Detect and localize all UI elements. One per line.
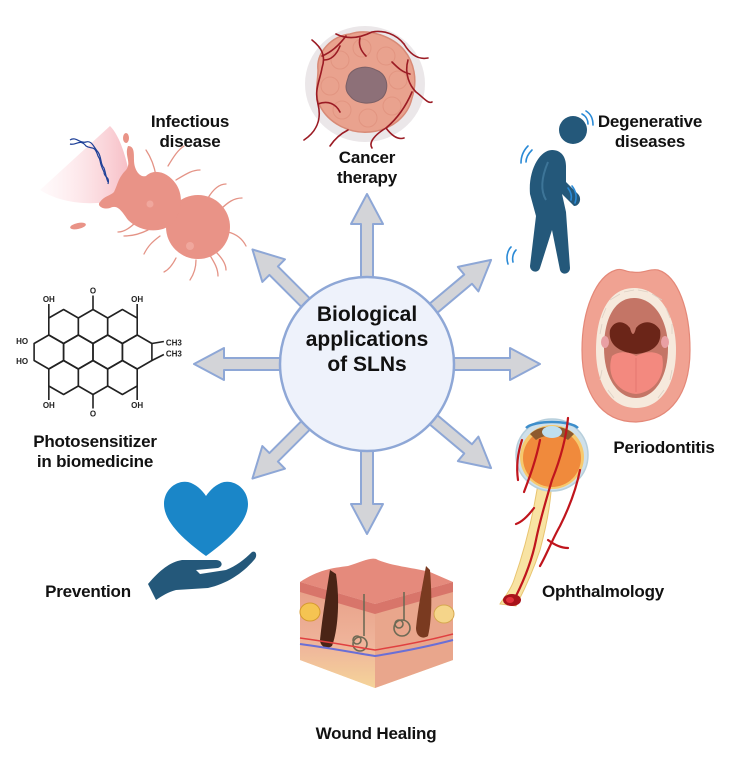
label-ophthalmology: Ophthalmology [536,582,670,602]
label-line: Wound Healing [315,724,437,743]
label-line: Infectious [150,112,230,131]
label-line: disease [159,132,221,151]
label-line: Prevention [45,582,131,601]
atom-label: HO [16,357,28,366]
label-line: Degenerative [597,112,703,131]
center-circle [278,275,456,453]
label-line: therapy [336,168,397,187]
substituent-bond [151,340,165,345]
label-line: Periodontitis [613,438,715,457]
label-line: Cancer [338,148,396,167]
eye-anatomy-icon [499,416,589,607]
label-photosensitizer: Photosensitizer in biomedicine [18,432,172,472]
arrow-to-periodontitis [446,347,541,381]
label-line: Ophthalmology [541,582,665,601]
arrow-to-cancer [350,193,384,285]
label-line: Photosensitizer [33,432,157,451]
arrow-to-photosensitizer [193,347,288,381]
atom-label: HO [16,337,28,346]
atom-label: O [90,410,96,419]
heart-in-hand-icon [148,481,257,600]
arrow-to-infectious [251,248,316,313]
label-infectious-disease: Infectious disease [142,112,238,152]
atom-label: OH [131,401,143,410]
label-cancer-therapy: Cancer therapy [322,148,412,188]
arrows-group [193,193,541,535]
center-title-line: Biological [316,303,418,326]
center-title: Biological applications of SLNs [280,302,454,377]
arrow-to-degenerative [423,258,493,319]
label-periodontitis: Periodontitis [608,438,720,458]
atom-label: CH3 [166,339,183,348]
ring-bond [77,359,109,396]
label-degenerative-diseases: Degenerative diseases [588,112,712,152]
label-line: diseases [614,132,686,151]
atom-label: OH [43,401,55,410]
bacteria-lysis-icon [40,126,247,281]
arrow-to-prevention [251,415,316,480]
label-wound-healing: Wound Healing [308,724,444,744]
ring-bond [106,359,138,396]
atom-label: O [90,287,96,296]
substituent-bond [151,353,165,362]
center-title-line: applications [305,328,429,351]
atom-label: OH [131,295,143,304]
label-line: in biomedicine [36,452,154,471]
arrow-to-wound [350,443,384,535]
atom-label: OH [43,295,55,304]
open-mouth-icon [581,268,691,423]
label-prevention: Prevention [38,582,138,602]
trembling-person-icon [506,110,594,274]
tumor-icon [303,26,433,149]
arrow-to-ophthalmology [423,409,493,470]
center-title-line: of SLNs [327,353,407,376]
ring-bond [47,359,80,396]
skin-cross-section-icon [299,558,455,688]
atom-label: CH3 [166,350,183,359]
